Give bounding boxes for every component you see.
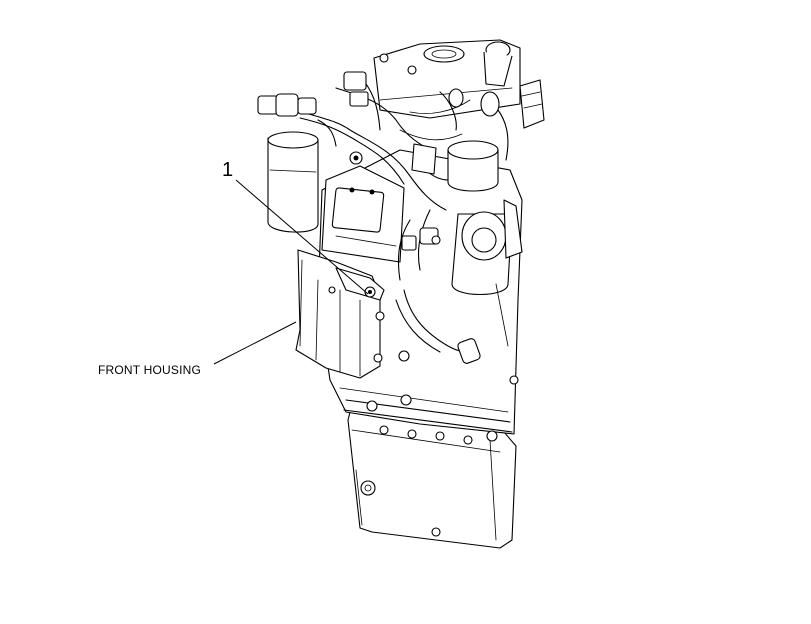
front-housing-shape [295,249,385,379]
oil-filter [257,93,337,233]
front-housing-label: FRONT HOUSING [98,363,202,377]
wiring-harness [295,71,545,364]
oil-pan [347,403,517,549]
turbocharger [411,140,523,347]
callout-1-leader [235,179,369,295]
front-housing-leader [213,321,297,365]
rail-bolts [366,350,519,445]
callout-number: 1 [222,159,234,181]
